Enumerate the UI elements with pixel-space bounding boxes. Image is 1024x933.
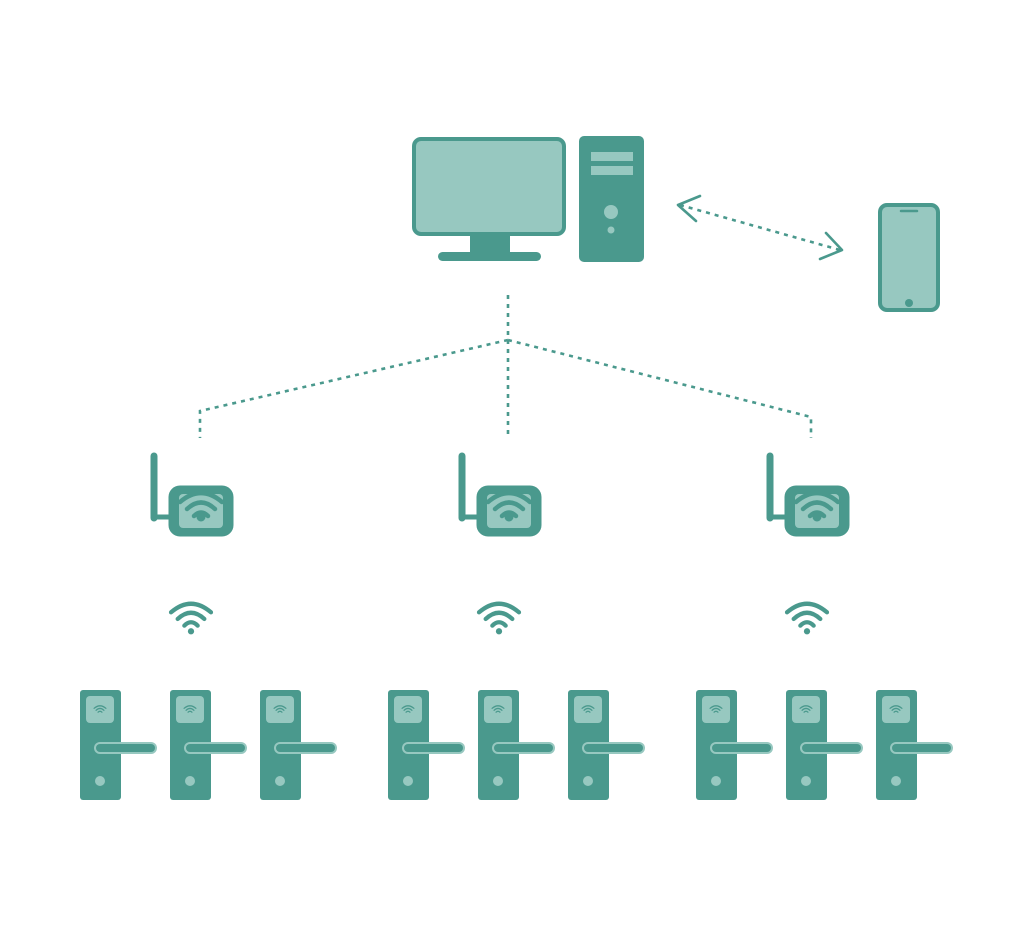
desktop-computer (412, 136, 644, 262)
server-mobile-arrowheads (676, 194, 844, 261)
link-to-gateway-right (507, 338, 813, 438)
door-lock-icon (696, 690, 773, 800)
wifi-gateway-icon (770, 456, 849, 536)
arrowhead-server-side (676, 194, 702, 223)
door-locks (80, 690, 953, 800)
monitor-icon (412, 137, 566, 261)
server-mobile-link (679, 203, 841, 252)
gateways (154, 456, 849, 536)
wifi-gateway-icon (154, 456, 233, 536)
link-to-gateway-left (198, 338, 509, 438)
door-lock-icon (170, 690, 247, 800)
door-lock-icon (876, 690, 953, 800)
wifi-signal-icon (479, 604, 519, 635)
wifi-signal-icon (171, 604, 211, 635)
door-lock-icon (568, 690, 645, 800)
wifi-gateway-icon (462, 456, 541, 536)
door-lock-icon (260, 690, 337, 800)
door-lock-icon (478, 690, 555, 800)
wifi-signal-icon (787, 604, 827, 635)
wifi-signals (171, 604, 827, 635)
door-lock-icon (80, 690, 157, 800)
connection-lines (198, 203, 841, 438)
door-lock-icon (786, 690, 863, 800)
smartphone-icon (878, 203, 940, 312)
computer-tower-icon (579, 136, 644, 262)
door-lock-icon (388, 690, 465, 800)
arrowhead-mobile-side (818, 231, 844, 261)
